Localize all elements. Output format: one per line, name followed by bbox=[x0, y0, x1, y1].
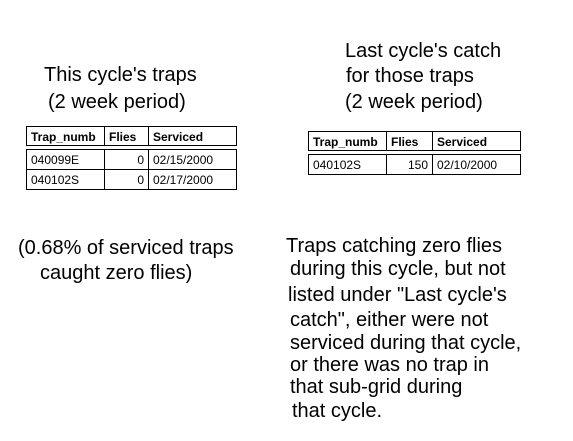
cell-trap: 040099E bbox=[27, 150, 105, 169]
cell-serviced: 02/10/2000 bbox=[437, 158, 498, 172]
column-header-serviced: Serviced bbox=[153, 130, 204, 144]
column-header-serviced: Serviced bbox=[437, 135, 488, 149]
table-header: Trap_numb Flies Serviced bbox=[26, 126, 237, 146]
cell-flies: 150 bbox=[387, 155, 433, 174]
table-header: Trap_numb Flies Serviced bbox=[308, 131, 521, 151]
right-note-line1: Traps catching zero flies bbox=[286, 235, 503, 257]
left-note-line2: caught zero flies) bbox=[40, 262, 193, 284]
cell-serviced: 02/17/2000 bbox=[153, 173, 214, 187]
this-cycle-traps-table: Trap_numb Flies Serviced 040099E 0 02/15… bbox=[26, 126, 237, 190]
left-note-line1: (0.68% of serviced traps bbox=[18, 237, 234, 259]
last-cycle-catch-table: Trap_numb Flies Serviced 040102S 150 02/… bbox=[308, 131, 521, 175]
left-heading-line2: (2 week period) bbox=[48, 91, 186, 113]
column-header-flies: Flies bbox=[387, 132, 433, 150]
right-heading-line2: for those traps bbox=[346, 65, 474, 87]
right-note-line4: catch", either were not bbox=[290, 309, 489, 331]
cell-trap: 040102S bbox=[309, 155, 387, 174]
cell-flies: 0 bbox=[105, 150, 149, 169]
cell-serviced: 02/15/2000 bbox=[153, 153, 214, 167]
left-heading-line1: This cycle's traps bbox=[44, 64, 197, 86]
column-header-flies: Flies bbox=[105, 127, 149, 145]
right-note-line5: serviced during that cycle, bbox=[290, 332, 522, 354]
right-note-line7: that sub-grid during bbox=[290, 376, 463, 398]
right-note-line3: listed under "Last cycle's bbox=[288, 284, 507, 306]
table-row: 040102S 150 02/10/2000 bbox=[309, 155, 520, 174]
table-body: 040102S 150 02/10/2000 bbox=[308, 154, 521, 175]
right-note-line6: or there was no trap in bbox=[290, 354, 489, 376]
right-heading-line3: (2 week period) bbox=[345, 91, 483, 113]
right-note-line2: during this cycle, but not bbox=[290, 258, 506, 280]
table-row: 040099E 0 02/15/2000 bbox=[27, 150, 236, 169]
cell-flies: 0 bbox=[105, 170, 149, 189]
column-header-trap: Trap_numb bbox=[27, 127, 105, 145]
column-header-trap: Trap_numb bbox=[309, 132, 387, 150]
right-heading-line1: Last cycle's catch bbox=[345, 40, 502, 62]
right-note-line8: that cycle. bbox=[292, 400, 383, 422]
table-body: 040099E 0 02/15/2000 040102S 0 02/17/200… bbox=[26, 149, 237, 190]
table-row: 040102S 0 02/17/2000 bbox=[27, 169, 236, 189]
cell-trap: 040102S bbox=[27, 170, 105, 189]
